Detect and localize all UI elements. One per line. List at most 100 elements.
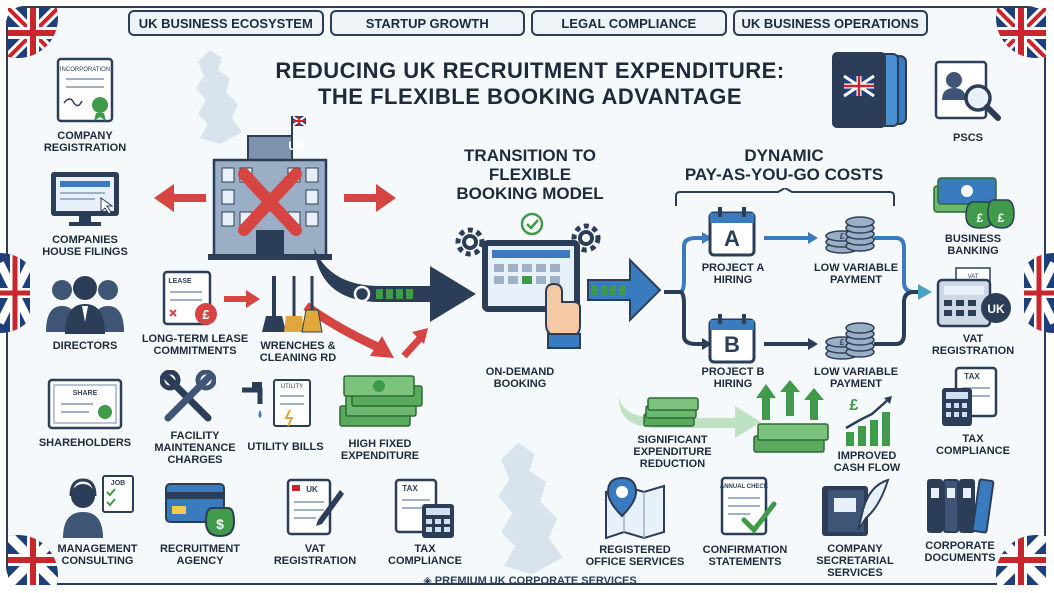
wrench-icon xyxy=(160,370,216,422)
people-icon xyxy=(46,276,124,334)
project-b-letter: B xyxy=(724,332,740,357)
tablet-booking-icon xyxy=(482,212,581,349)
person-search-icon xyxy=(934,60,1001,121)
tab-startup-growth[interactable]: STARTUP GROWTH xyxy=(329,10,525,36)
building-badge: UK xyxy=(288,139,306,153)
tax-badge-right: TAX xyxy=(964,372,980,381)
page-title: REDUCING UK RECRUITMENT EXPENDITURE: THE… xyxy=(230,58,830,110)
footer-text: PREMIUM UK CORPORATE SERVICES xyxy=(434,575,637,587)
uk-flag-icon xyxy=(1024,253,1054,333)
vat-document-icon: UK xyxy=(286,478,344,536)
tax-badge: TAX xyxy=(402,484,418,493)
tax-calculator-icon: TAX xyxy=(942,366,998,426)
svg-text:£: £ xyxy=(998,211,1005,225)
uk-flag-icon xyxy=(996,535,1046,585)
binders-icon xyxy=(927,478,995,534)
cleaning-tools-icon xyxy=(262,276,323,333)
green-arrow-icon xyxy=(618,396,761,438)
title-line-1: REDUCING UK RECRUITMENT EXPENDITURE: xyxy=(275,58,785,83)
utility-badge: UTILITY xyxy=(281,384,303,390)
uk-map-icon xyxy=(196,50,242,144)
card-money-icon: $ xyxy=(165,483,236,538)
shield-icon: ◈ xyxy=(423,575,435,587)
tab-legal-compliance[interactable]: LEGAL COMPLIANCE xyxy=(531,10,727,36)
expand-arrows-icon xyxy=(154,184,396,212)
cash-flow-chart-icon: £ xyxy=(845,396,892,446)
pscs-label: PSCS xyxy=(953,132,983,144)
uk-flag-icon xyxy=(0,253,30,333)
transition-arrow-icon xyxy=(314,248,476,322)
office-building-icon xyxy=(208,115,332,260)
footer: ◈ PREMIUM UK CORPORATE SERVICES xyxy=(380,574,680,587)
top-tabs: UK BUSINESS ECOSYSTEM STARTUP GROWTH LEG… xyxy=(128,10,928,36)
cash-bags-icon: £ £ xyxy=(933,177,1015,229)
calendar-a-icon xyxy=(708,207,756,257)
passport-folder-icon xyxy=(832,52,907,128)
computer-icon xyxy=(51,172,119,226)
arrow-right-icon xyxy=(224,290,260,308)
bracket-icon xyxy=(675,188,895,206)
annual-check-badge: ANNUAL CHECK xyxy=(720,484,769,490)
uk-flag-icon xyxy=(8,8,58,58)
certificate-icon: INCORPORATION xyxy=(56,57,114,123)
utility-bill-icon: UTILITY xyxy=(242,379,311,427)
uk-badge: UK xyxy=(306,485,318,494)
svg-text:$: $ xyxy=(216,516,224,532)
cash-stack-icon xyxy=(643,397,699,427)
svg-text:£: £ xyxy=(850,397,859,414)
lease-badge: LEASE xyxy=(168,278,192,285)
directors-label: DIRECTORS xyxy=(52,340,118,352)
book-quill-icon xyxy=(822,478,890,536)
uk-flag-icon xyxy=(8,535,58,585)
uk-flag-icon xyxy=(996,8,1046,58)
job-badge: JOB xyxy=(111,480,125,487)
svg-text:£: £ xyxy=(202,307,210,322)
location-pin-icon xyxy=(605,476,665,540)
lease-document-icon: LEASE £ xyxy=(162,270,217,326)
calendar-b-icon xyxy=(708,314,756,364)
flow-lines-icon xyxy=(664,232,932,350)
blue-arrow-icon xyxy=(587,257,662,323)
gear-icon xyxy=(571,223,601,253)
svg-text:£: £ xyxy=(977,211,984,225)
wrenches-cleaning-label: WRENCHES &CLEANING RD xyxy=(259,340,337,364)
utility-bills-label: UTILITY BILLS xyxy=(247,441,324,453)
uk-circle-badge: UK xyxy=(987,302,1005,316)
uk-map-icon xyxy=(498,442,563,575)
tax-calculator-icon: TAX xyxy=(394,478,454,538)
checklist-icon: ANNUAL CHECK xyxy=(720,476,777,536)
consultant-icon: JOB xyxy=(63,475,134,538)
cash-stack-icon xyxy=(339,375,423,427)
coin-stack-icon: £ xyxy=(825,216,875,254)
tab-uk-business-operations[interactable]: UK BUSINESS OPERATIONS xyxy=(732,10,928,36)
tab-uk-business-ecosystem[interactable]: UK BUSINESS ECOSYSTEM xyxy=(128,10,324,36)
share-certificate-icon: SHARE xyxy=(47,378,123,430)
svg-text:£: £ xyxy=(840,338,845,347)
title-line-2: THE FLEXIBLE BOOKING ADVANTAGE xyxy=(317,84,743,109)
coin-stack-icon: £ xyxy=(825,322,875,360)
svg-text:£: £ xyxy=(840,232,845,241)
